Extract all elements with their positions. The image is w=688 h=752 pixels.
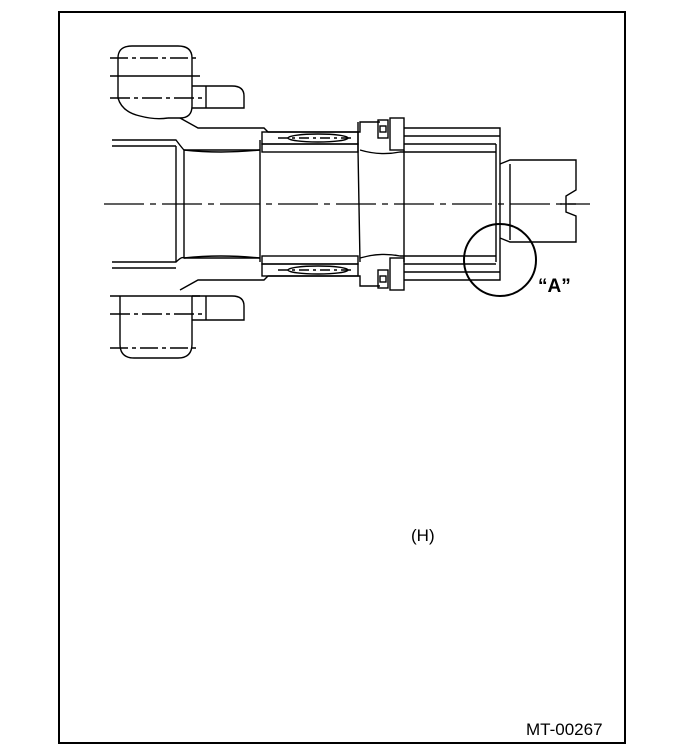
- detail-label-a: “A”: [538, 276, 571, 297]
- figure-code: MT-00267: [526, 720, 603, 739]
- drawing-frame: [58, 11, 626, 744]
- shaft-assembly: [110, 45, 577, 359]
- detail-circle-a: [463, 223, 537, 297]
- dimension-label-h: (H): [411, 526, 435, 545]
